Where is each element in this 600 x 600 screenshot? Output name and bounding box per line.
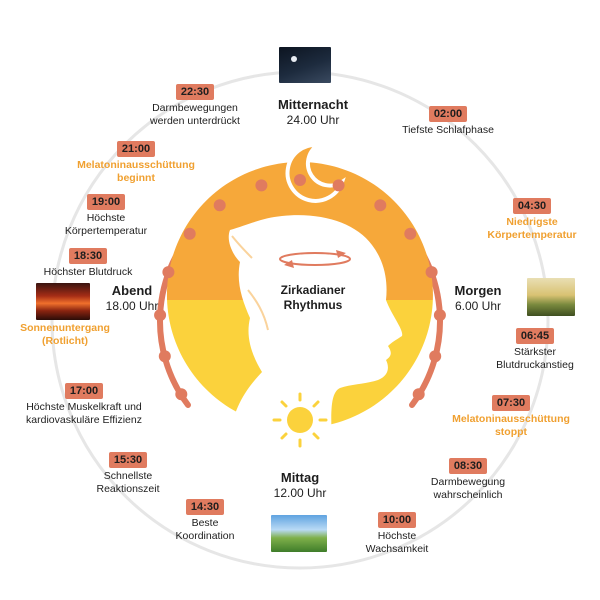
arc-dot xyxy=(433,309,446,322)
phase-midnight: Mitternacht 24.00 Uhr xyxy=(258,97,368,128)
arc-dot xyxy=(404,227,417,240)
arc-dot xyxy=(213,199,226,212)
arc-dot xyxy=(294,174,306,186)
event-description: Tiefste Schlafphase xyxy=(402,124,494,136)
arc-dot xyxy=(412,388,425,401)
moon-icon xyxy=(285,142,346,203)
sunrise-image xyxy=(527,278,575,316)
phase-midnight-time: 24.00 Uhr xyxy=(286,113,340,127)
arc-dot xyxy=(425,266,438,279)
event-time-badge: 18:30 xyxy=(68,248,108,264)
event-time-badge: 15:30 xyxy=(108,452,148,468)
phase-noon: Mittag 12.00 Uhr xyxy=(255,470,345,501)
sunset-note: Sonnenuntergang (Rotlicht) xyxy=(20,322,110,347)
event-time-badge: 22:30 xyxy=(175,84,215,100)
event-description: Stärkster Blutdruckanstieg xyxy=(496,346,574,371)
arc-dots xyxy=(154,174,446,401)
event-description: Niedrigste Körpertemperatur xyxy=(487,216,577,241)
phase-evening-name: Abend xyxy=(111,283,153,298)
event-description: Schnellste Reaktionszeit xyxy=(96,470,160,495)
event-description: Beste Koordination xyxy=(175,517,235,542)
arc-dot xyxy=(332,179,345,192)
event-time-badge: 08:30 xyxy=(448,458,488,474)
sun-icon xyxy=(272,392,328,448)
arc-dot xyxy=(255,179,268,192)
event-time-badge: 17:00 xyxy=(64,383,104,399)
phase-noon-time: 12.00 Uhr xyxy=(273,486,327,500)
event-time-badge: 14:30 xyxy=(185,499,225,515)
event-time-badge: 02:00 xyxy=(428,106,468,122)
event-description: Darmbewegung wahrscheinlich xyxy=(430,476,506,501)
event-description: Höchste Körpertemperatur xyxy=(64,212,148,237)
phase-evening-time: 18.00 Uhr xyxy=(105,299,159,313)
hair-strands xyxy=(231,235,269,331)
arc-dot xyxy=(374,199,387,212)
event-description: Höchste Muskelkraft und kardiovaskuläre … xyxy=(26,401,142,426)
arc-dot xyxy=(154,309,167,322)
event-description: Melatoninausschüttung beginnt xyxy=(77,159,195,184)
event-time-badge: 06:45 xyxy=(515,328,555,344)
center-title: Zirkadianer Rhythmus xyxy=(280,283,346,312)
event-description: Darmbewegungen werden unterdrückt xyxy=(150,102,240,127)
event-time-badge: 21:00 xyxy=(116,141,156,157)
event-time-badge: 19:00 xyxy=(86,194,126,210)
arc-dot xyxy=(183,227,196,240)
sunset-image xyxy=(36,283,90,320)
phase-morning-name: Morgen xyxy=(454,283,502,298)
arc-dot xyxy=(158,350,171,363)
night-sky-image xyxy=(279,47,331,83)
phase-morning: Morgen 6.00 Uhr xyxy=(438,283,518,314)
event-time-badge: 04:30 xyxy=(512,198,552,214)
arc-dot xyxy=(162,266,175,279)
arc-dot xyxy=(429,350,442,363)
meadow-image xyxy=(271,515,327,552)
event-time-badge: 07:30 xyxy=(491,395,531,411)
rotation-arrows-icon xyxy=(279,250,351,268)
phase-morning-time: 6.00 Uhr xyxy=(454,299,502,313)
event-time-badge: 10:00 xyxy=(377,512,417,528)
event-description: Melatoninausschüttung stoppt xyxy=(452,413,570,438)
head-silhouette xyxy=(228,215,403,440)
phase-midnight-name: Mitternacht xyxy=(277,97,349,112)
event-description: Höchster Blutdruck xyxy=(43,266,133,278)
phase-noon-name: Mittag xyxy=(280,470,320,485)
arc-dot xyxy=(175,388,188,401)
event-description: Höchste Wachsamkeit xyxy=(365,530,429,555)
phase-evening: Abend 18.00 Uhr xyxy=(90,283,174,314)
